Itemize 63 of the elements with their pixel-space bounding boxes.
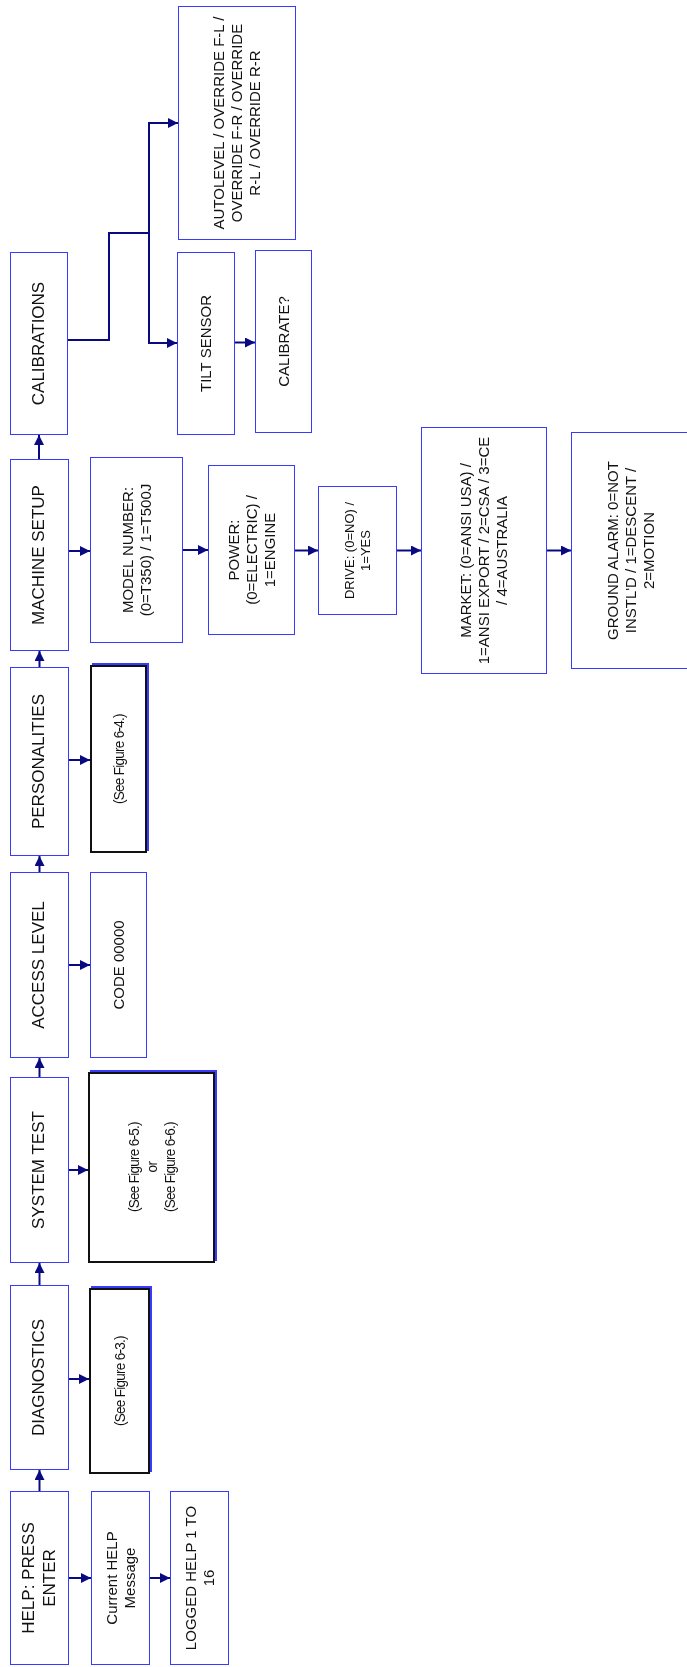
box-text: (See Figure 6-3.): [110, 1336, 129, 1426]
menu-box: [177, 252, 235, 435]
menu-box: [90, 457, 183, 643]
arrow: [34, 650, 45, 668]
arrow: [68, 960, 91, 970]
arrow: [149, 1573, 171, 1583]
box-text: MODEL NUMBER: (0=T350) / 1=T500J: [118, 482, 155, 619]
menu-box: [318, 486, 397, 615]
arrow: [34, 1057, 45, 1078]
arrow: [34, 434, 44, 460]
menu-box: [208, 465, 295, 635]
arrow: [294, 545, 319, 556]
box-text: DRIVE: (0=NO) / 1=YES: [341, 500, 374, 602]
box-text: (See Figure 6-6.): [160, 1122, 179, 1213]
menu-box: [10, 459, 69, 651]
menu-box: [10, 1491, 69, 1665]
box-text: GROUND ALARM: 0=NOT INSTL'D / 1=DESCENT / 2=MOTION: [603, 460, 658, 642]
arrow: [67, 232, 178, 348]
box-text: (See Figure 6-5.): [124, 1122, 143, 1213]
arrow: [68, 1573, 92, 1583]
arrow: [34, 1469, 45, 1492]
box-text: PERSONALITIES: [29, 693, 50, 830]
arrow: [68, 755, 91, 765]
box-text: CALIBRATE?: [274, 296, 293, 387]
reference-box: [89, 1288, 150, 1474]
arrow: [34, 1262, 45, 1286]
box-text: MARKET: (0=ANSI USA) / 1=ANSI EXPORT / 2=CSA / 3=CE / 4=AUSTRALIA: [457, 436, 511, 665]
box-text: Current HELP Message: [102, 1530, 139, 1627]
box-text: DIAGNOSTICS: [29, 1318, 50, 1437]
arrow: [234, 337, 256, 348]
reference-box: [90, 665, 147, 853]
box-text: CODE 00000: [109, 920, 128, 1010]
menu-box: [10, 1077, 69, 1263]
box-text: or: [142, 1162, 161, 1173]
menu-box: [10, 1285, 69, 1470]
reference-box: [88, 1072, 215, 1263]
arrow: [68, 546, 91, 556]
box-text: HELP: PRESS ENTER: [19, 1521, 60, 1636]
arrow: [68, 1374, 90, 1384]
box-text: SYSTEM TEST: [29, 1111, 50, 1229]
arrow: [182, 545, 209, 555]
box-text: AUTOLEVEL / OVERRIDE F-L / OVERRIDE F-R / OVERRIDE R-L / OVERRIDE R-R: [210, 15, 264, 231]
box-text: CALIBRATIONS: [28, 281, 49, 406]
box-text: POWER: (0=ELECTRIC) / 1=ENGINE: [224, 494, 279, 607]
arrow: [68, 1165, 89, 1175]
arrow: [34, 855, 45, 873]
arrow: [546, 545, 572, 556]
menu-box: [10, 252, 68, 435]
menu-box: [255, 250, 312, 433]
menu-box: [170, 1491, 229, 1665]
arrow: [396, 545, 422, 556]
menu-box: [421, 427, 547, 674]
box-text: LOGGED HELP 1 TO 16: [181, 1504, 218, 1653]
box-text: (See Figure 6-4.): [109, 714, 128, 804]
menu-box: [91, 1491, 150, 1665]
menu-box: [571, 432, 687, 669]
menu-box: [178, 6, 296, 240]
menu-box: [10, 872, 69, 1058]
menu-box: [10, 667, 69, 856]
box-text: TILT SENSOR: [197, 295, 215, 392]
menu-box: [90, 872, 147, 1058]
box-text: MACHINE SETUP: [29, 485, 50, 625]
box-text: ACCESS LEVEL: [29, 901, 50, 1029]
